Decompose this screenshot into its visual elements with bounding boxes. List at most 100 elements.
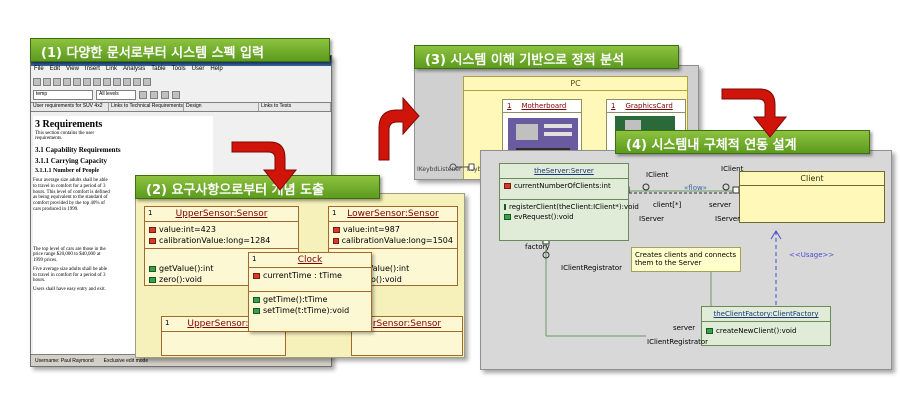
view-combo[interactable]: temp [33, 90, 93, 100]
copy-icon[interactable] [83, 78, 91, 86]
iclient-registrator-label: IClientRegistrator [561, 264, 623, 272]
server-name: theServer:Server [500, 164, 628, 179]
toolbar [31, 76, 331, 88]
filter-icon[interactable] [123, 78, 131, 86]
operation-icon [706, 328, 713, 334]
client-object[interactable]: Client [739, 171, 885, 223]
clock-attr-currenttime: currentTime : tTime [263, 271, 342, 280]
find-icon[interactable] [143, 78, 151, 86]
menu-file[interactable]: File [34, 66, 44, 72]
doc-heading-carrying: 3.1.1 Carrying Capacity [35, 157, 107, 165]
keyboard-port-connector [449, 163, 475, 171]
server-op-register: registerClient(theClient:IClient*):void [509, 203, 639, 211]
attribute-icon [333, 237, 339, 244]
sort-icon[interactable] [133, 78, 141, 86]
menu-table[interactable]: Table [151, 66, 166, 72]
operation-icon [253, 296, 260, 303]
col-user-requirements[interactable]: User requirements for SUV 4x2 [31, 103, 109, 111]
attribute-icon [504, 183, 511, 189]
server-label-bottom: server [673, 324, 696, 332]
bold-icon[interactable] [161, 91, 169, 99]
menu-analysis[interactable]: Analysis [122, 66, 146, 72]
operation-icon [504, 214, 511, 220]
lowersensor-attr-value: value:int=987 [343, 225, 400, 234]
italic-icon[interactable] [172, 91, 180, 99]
doc-heading-people: 3.1.1.1 Number of People [35, 168, 100, 174]
level-down-icon[interactable] [150, 91, 158, 99]
doc-intro: This section contains the user requireme… [35, 131, 95, 141]
lowersensor-op-getvalue: eValue():int [363, 264, 410, 273]
menu-view[interactable]: View [66, 66, 79, 72]
uppersensor-op-zero: zero():void [159, 275, 202, 284]
lowersensor-attr-calibration: calibrationValue:long=1504 [341, 236, 453, 245]
client-multiplicity-label: client[*] [653, 201, 682, 209]
arrow-step2-to-step3 [378, 96, 420, 161]
graphicscard-label: GraphicsCard [625, 102, 673, 110]
attribute-icon [149, 237, 156, 244]
iclient-registrator-label-bottom: IClientRegistrator [647, 338, 709, 346]
col-tech-requirements[interactable]: Links to Technical Requirements [111, 103, 184, 111]
col-tests[interactable]: Links to Tests [259, 103, 331, 111]
lowersensor-object[interactable]: 1 LowerSensor:Sensor value:int=987 calib… [328, 206, 458, 286]
menu-user[interactable]: User [191, 66, 205, 72]
menu-insert[interactable]: Insert [84, 66, 100, 72]
cut-icon[interactable] [73, 78, 81, 86]
menu-edit[interactable]: Edit [49, 66, 61, 72]
doc-para-4: Users shall have easy entry and exit. [33, 287, 106, 292]
lowersensor-name: LowerSensor:Sensor [329, 207, 457, 222]
clientfactory-object[interactable]: theClientFactory:ClientFactory createNew… [701, 306, 831, 346]
step4-title: (4) 시스템내 구체적 연동 설계 [615, 130, 870, 154]
clientfactory-name: theClientFactory:ClientFactory [702, 307, 830, 322]
undo-icon[interactable] [103, 78, 111, 86]
clock-op-gettime: getTime():tTime [263, 295, 328, 304]
clock-name: Clock [249, 253, 371, 268]
motherboard-label: Motherboard [521, 102, 567, 110]
level-combo[interactable]: All levels [96, 90, 136, 100]
uppersensor-attr-calibration: calibrationValue:long=1284 [159, 236, 271, 245]
iclient-label-right: IClient [721, 165, 744, 173]
col-design[interactable]: Design [184, 103, 259, 111]
factory-note: Creates clients and connects them to the… [631, 247, 741, 272]
factory-port-label: factory [525, 243, 550, 251]
attribute-icon [149, 226, 156, 233]
clientfactory-op-create: createNewClient():void [716, 327, 797, 335]
doc-heading-capability: 3.1 Capability Requirements [35, 146, 121, 154]
uppersensor-op-getvalue: getValue():int [159, 264, 214, 273]
level-up-icon[interactable] [139, 91, 147, 99]
menu-tools[interactable]: Tools [171, 66, 186, 72]
iclient-label-top: IClient [646, 171, 669, 179]
operation-icon [253, 307, 260, 314]
print-icon[interactable] [63, 78, 71, 86]
status-username: Username: Paul Raymond [35, 357, 94, 364]
step3-title: (3) 시스템 이해 기반으로 정적 분석 [414, 45, 679, 69]
server-object[interactable]: theServer:Server currentNumberOfClients:… [499, 163, 639, 241]
lowersensor-2-name: rSensor:Sensor [352, 317, 462, 332]
lowersensor-op-zero: ero():void [363, 275, 402, 284]
client-name: Client [740, 172, 884, 186]
iserver-label-right: IServer [715, 215, 741, 223]
operation-icon [149, 265, 156, 272]
operation-icon [149, 276, 156, 283]
attribute-icon [333, 226, 340, 233]
paste-icon[interactable] [93, 78, 101, 86]
save-icon[interactable] [53, 78, 61, 86]
clock-object[interactable]: 1 Clock currentTime : tTime getTime():tT… [248, 252, 372, 332]
menu-help[interactable]: Help [210, 66, 223, 72]
doc-para-3: Five average size adults shall be able t… [33, 266, 108, 284]
doc-title: 3 Requirements [35, 119, 103, 130]
doc-para-1: Four average size adults shall be able t… [33, 178, 110, 212]
clock-op-settime: setTime(t:tTime):void [263, 306, 350, 315]
concept-derivation-panel: 1 UpperSensor:Sensor value:int=423 calib… [135, 193, 465, 358]
usage-label: <<Usage>> [789, 251, 835, 259]
attribute-icon [253, 272, 260, 279]
new-icon[interactable] [33, 78, 41, 86]
open-icon[interactable] [43, 78, 51, 86]
link-icon[interactable] [113, 78, 121, 86]
collaboration-design-panel: theServer:Server currentNumberOfClients:… [480, 150, 892, 370]
iclient-lollipop [642, 183, 650, 191]
port-keybd-listener-label: IKeybdListener [417, 166, 462, 173]
arrow-step3-to-step4 [721, 88, 788, 138]
flow-label: «flow» [684, 184, 707, 192]
view-selector-row: temp All levels [31, 88, 331, 102]
menu-link[interactable]: Link [105, 66, 117, 72]
